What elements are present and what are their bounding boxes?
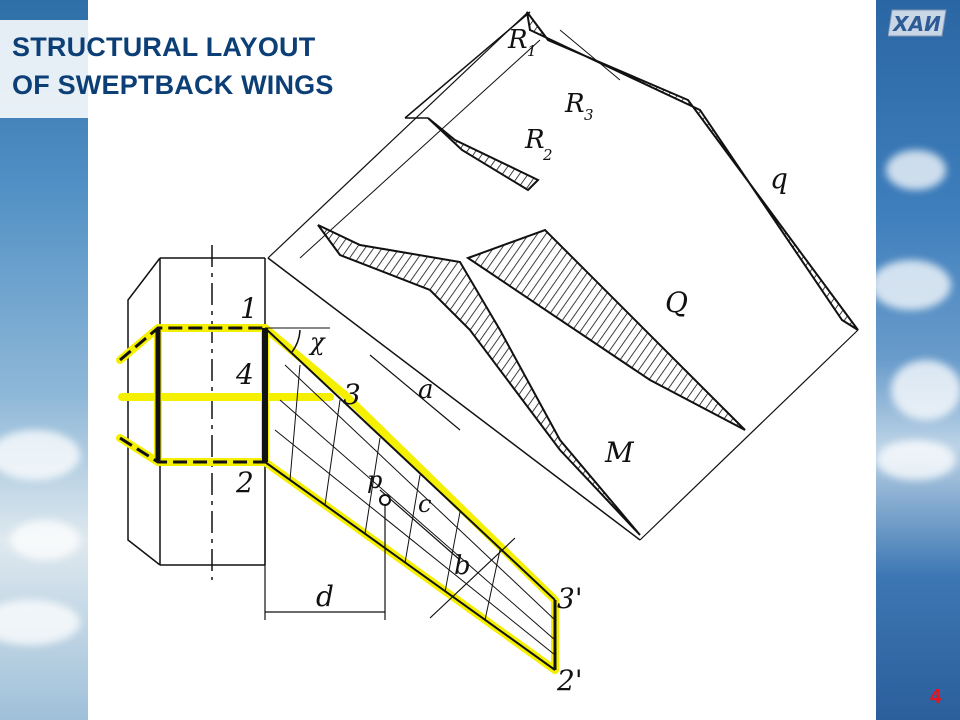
sky-background-left (0, 0, 88, 720)
wing-structure-lines (119, 326, 557, 671)
label-q-load: q (770, 162, 788, 195)
m-diagram (317, 224, 641, 536)
wing-structure-highlight (116, 324, 559, 674)
sky-background-right (871, 0, 960, 720)
slide-title-line-2: OF SWEPTBACK WINGS (12, 70, 334, 100)
logo-text: ХАИ (891, 12, 941, 36)
label-r3-sub: 3 (584, 106, 594, 124)
label-node-3-prime: 3' (557, 582, 583, 615)
label-node-2: 2 (235, 466, 254, 499)
label-dim-d: d (316, 580, 334, 613)
label-r2-sub: 2 (542, 146, 553, 164)
label-node-2-prime: 2' (556, 664, 583, 697)
label-moment-m: M (604, 436, 635, 469)
shear-q-diagram (465, 228, 746, 431)
label-node-4: 4 (235, 358, 254, 391)
page-number: 4 (930, 686, 942, 708)
label-dim-b: b (454, 551, 471, 581)
title-box: STRUCTURAL LAYOUT OF SWEPTBACK WINGS (0, 20, 398, 118)
university-logo: ХАИ (888, 9, 947, 37)
label-node-3: 3 (343, 378, 361, 411)
label-r1-sub: 1 (527, 42, 537, 60)
label-sweep-angle: χ (308, 328, 326, 356)
load-diagrams (267, 11, 859, 541)
label-r3: R (564, 89, 585, 119)
label-r2: R (524, 125, 545, 155)
label-r1: R (507, 25, 528, 55)
label-dim-c: c (418, 490, 431, 518)
label-point-p: p (367, 466, 382, 494)
q-diagram (526, 11, 859, 331)
slide-title-line-1: STRUCTURAL LAYOUT (12, 32, 316, 62)
diagram-labels: R 1 R 3 R 2 q Q M χ a b c d p 1 2 3 4 3'… (235, 25, 788, 697)
label-shear-q: Q (665, 286, 688, 319)
swept-wing-diagram: R 1 R 3 R 2 q Q M χ a b c d p 1 2 3 4 3'… (116, 11, 859, 697)
label-node-1: 1 (240, 292, 258, 325)
label-dim-a: a (418, 375, 434, 405)
r2-wedge (427, 117, 540, 192)
